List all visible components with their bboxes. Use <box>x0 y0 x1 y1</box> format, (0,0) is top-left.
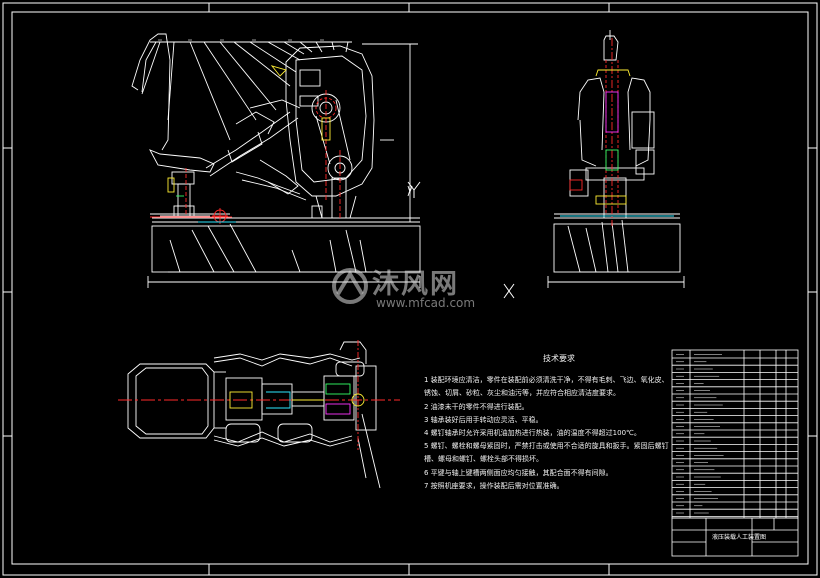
technical-requirement-line: 4 螺钉轴承时允许采用机油加热进行热装，油的温度不得超过100℃。 <box>424 429 641 438</box>
side-view-colored-details <box>560 38 674 226</box>
top-view <box>127 341 381 489</box>
side-leader-lines <box>567 219 630 273</box>
inner-border <box>11 11 809 565</box>
y-axis-symbol <box>407 181 421 198</box>
front-leader-lines <box>141 41 372 273</box>
technical-requirement-line: 6 平键与轴上键槽两侧面应均匀接触，其配合面不得有间隙。 <box>424 468 613 477</box>
side-column <box>603 177 627 219</box>
side-view <box>547 30 685 288</box>
linkage-arms <box>205 99 301 177</box>
front-column <box>331 177 347 219</box>
top-rail-upper <box>213 353 361 361</box>
title-block-drawing-title: 液压装载人工装置图 <box>712 534 767 541</box>
technical-requirement-line: 锈蚀、切屑、砂粒、灰尘和油污等，并应符合相应清洁度要求。 <box>424 389 620 398</box>
drive-belt <box>315 99 351 165</box>
top-mechanism <box>323 375 355 421</box>
watermark-text-en: www.mfcad.com <box>376 296 476 310</box>
title-block-box <box>671 517 799 557</box>
technical-requirement-line: 5 螺钉、螺栓和螺母紧固时，严禁打击或使用不合适的旋具和扳手。紧固后螺钉 <box>424 442 669 451</box>
parts-list-table <box>671 349 799 519</box>
front-view <box>131 33 421 288</box>
watermark-text-cn: 沐风网 <box>372 269 459 300</box>
technical-requirements: 技术要求 1 装配环境应清洁，零件在装配前必须清洗干净，不得有毛刺、飞边、氧化皮… <box>424 352 674 493</box>
front-view-colored-details <box>150 65 341 224</box>
parts-list-entries <box>676 354 724 514</box>
main-housing <box>285 45 375 197</box>
x-axis-symbol <box>503 283 515 299</box>
technical-requirements-title: 技术要求 <box>543 354 575 363</box>
technical-requirement-line: 槽、螺母和螺钉、螺栓头部不得损坏。 <box>424 455 543 464</box>
technical-requirement-line: 1 装配环境应清洁，零件在装配前必须清洗干净，不得有毛刺、飞边、氧化皮、 <box>424 376 669 385</box>
top-seat-outline <box>127 363 215 439</box>
top-view-colored-details <box>118 340 400 450</box>
seat-pillar <box>177 183 191 217</box>
top-foot-pedal <box>335 361 365 377</box>
technical-requirement-line: 2 油漆未干的零件不得进行装配。 <box>424 402 529 411</box>
side-seat-back <box>577 77 651 151</box>
technical-requirement-line: 7 按照机座要求，操作装配后需对位置准确。 <box>424 481 564 490</box>
watermark: 沐风网 www.mfcad.com <box>330 262 500 318</box>
border-zone-ticks <box>3 3 817 575</box>
technical-requirement-line: 3 轴承装好后用手转动应灵活、平稳。 <box>424 415 543 424</box>
seat-cushion <box>149 149 215 173</box>
title-block <box>671 349 799 557</box>
top-rail-lower <box>213 437 353 447</box>
watermark-logo-icon <box>332 268 368 304</box>
